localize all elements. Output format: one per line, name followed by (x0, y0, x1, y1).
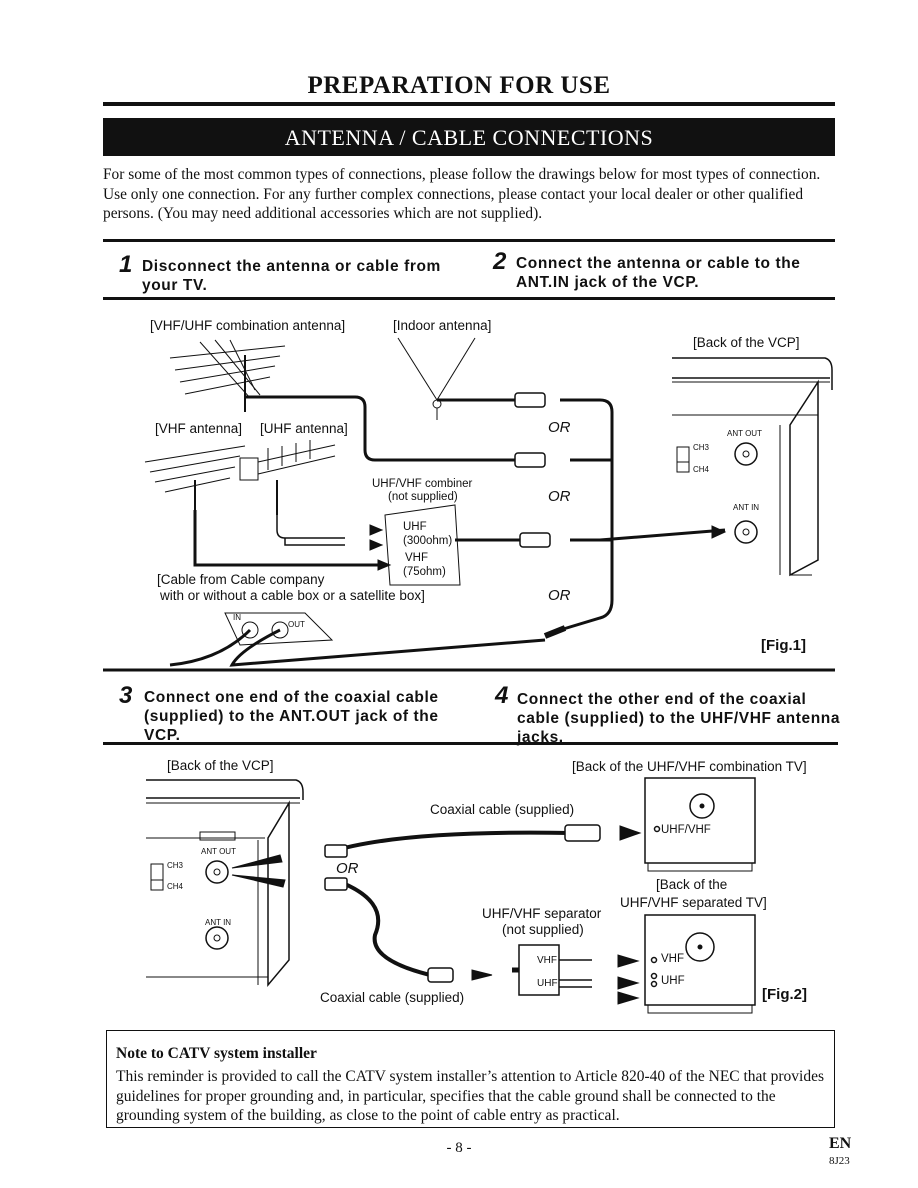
label-indoor-antenna: [Indoor antenna] (393, 318, 492, 333)
language-code: EN (829, 1135, 852, 1152)
title-rule (103, 102, 835, 106)
divider (103, 297, 835, 300)
label-back-separated-2: UHF/VHF separated TV] (620, 895, 767, 910)
label-vhf: VHF (405, 552, 428, 564)
label-coax-supplied-2: Coaxial cable (supplied) (320, 990, 465, 1005)
fig2-label: [Fig.2] (762, 986, 807, 1003)
note-title: Note to CATV system installer (116, 1045, 317, 1062)
label-75ohm: (75ohm) (403, 566, 446, 578)
section-banner: ANTENNA / CABLE CONNECTIONS (103, 118, 835, 156)
divider (103, 239, 835, 242)
label-back-separated-1: [Back of the (656, 877, 728, 892)
label-separator: UHF/VHF separator (482, 906, 602, 921)
or-label: OR (548, 587, 571, 604)
label-ch4-2: CH4 (167, 882, 184, 891)
fig1-label: [Fig.1] (761, 637, 806, 654)
label-sep-uhf: UHF (537, 978, 558, 989)
or-label: OR (548, 488, 571, 505)
label-uhf-antenna: [UHF antenna] (260, 421, 348, 436)
or-label: OR (336, 860, 359, 877)
divider (103, 742, 838, 745)
label-sep-vhf: VHF (537, 955, 557, 966)
label-back-vcp-2: [Back of the VCP] (167, 758, 274, 773)
label-not-supplied-2: (not supplied) (502, 922, 584, 937)
label-ant-in: ANT IN (733, 503, 760, 512)
step-2-text: Connect the antenna or cable to the ANT.… (516, 255, 801, 291)
label-combo-antenna: [VHF/UHF combination antenna] (150, 318, 346, 333)
label-combiner: UHF/VHF combiner (372, 478, 473, 490)
label-tv-vhf: VHF (661, 953, 684, 965)
note-body: This reminder is provided to call the CA… (116, 1068, 824, 1124)
label-uhf: UHF (403, 521, 427, 533)
uhf-antenna-icon (239, 440, 336, 515)
label-ant-out: ANT OUT (727, 429, 762, 438)
or-label: OR (548, 419, 571, 436)
combo-antenna-icon (169, 339, 286, 412)
label-box-out: OUT (288, 620, 305, 629)
label-cable-box: with or without a cable box or a satelli… (160, 588, 425, 603)
label-cable-company: [Cable from Cable company (157, 572, 325, 587)
label-back-combo-tv: [Back of the UHF/VHF combination TV] (572, 759, 807, 774)
label-back-vcp: [Back of the VCP] (693, 335, 800, 350)
label-ch3: CH3 (693, 443, 710, 452)
label-box-in: IN (233, 613, 241, 622)
label-ch4: CH4 (693, 465, 710, 474)
vhf-antenna-icon (144, 445, 246, 510)
label-tv-uhf: UHF (661, 975, 685, 987)
label-300ohm: (300ohm) (403, 535, 453, 547)
page-number: - 8 - (446, 1140, 472, 1156)
step-3-number: 3 (119, 682, 133, 709)
label-coax-supplied: Coaxial cable (supplied) (430, 802, 575, 817)
page-title: PREPARATION FOR USE (307, 72, 611, 99)
step-4-number: 4 (495, 682, 509, 709)
step-1-number: 1 (119, 251, 133, 278)
label-vhf-antenna: [VHF antenna] (155, 421, 243, 436)
note-box (106, 1030, 835, 1128)
label-ant-out-2: ANT OUT (201, 847, 236, 856)
step-2-number: 2 (493, 248, 507, 275)
indoor-antenna-icon (397, 337, 476, 420)
step-1-text: Disconnect the antenna or cable from you… (142, 258, 441, 294)
intro-paragraph: For some of the most common types of con… (103, 166, 821, 222)
step-3-text: Connect one end of the coaxial cable (su… (144, 689, 439, 744)
label-ant-in-2: ANT IN (205, 918, 232, 927)
label-uhf-vhf: UHF/VHF (661, 824, 711, 836)
label-ch3-2: CH3 (167, 861, 184, 870)
label-not-supplied: (not supplied) (388, 491, 458, 503)
model-code: 8J23 (829, 1155, 850, 1167)
step-4-text: Connect the other end of the coaxial cab… (517, 691, 841, 746)
